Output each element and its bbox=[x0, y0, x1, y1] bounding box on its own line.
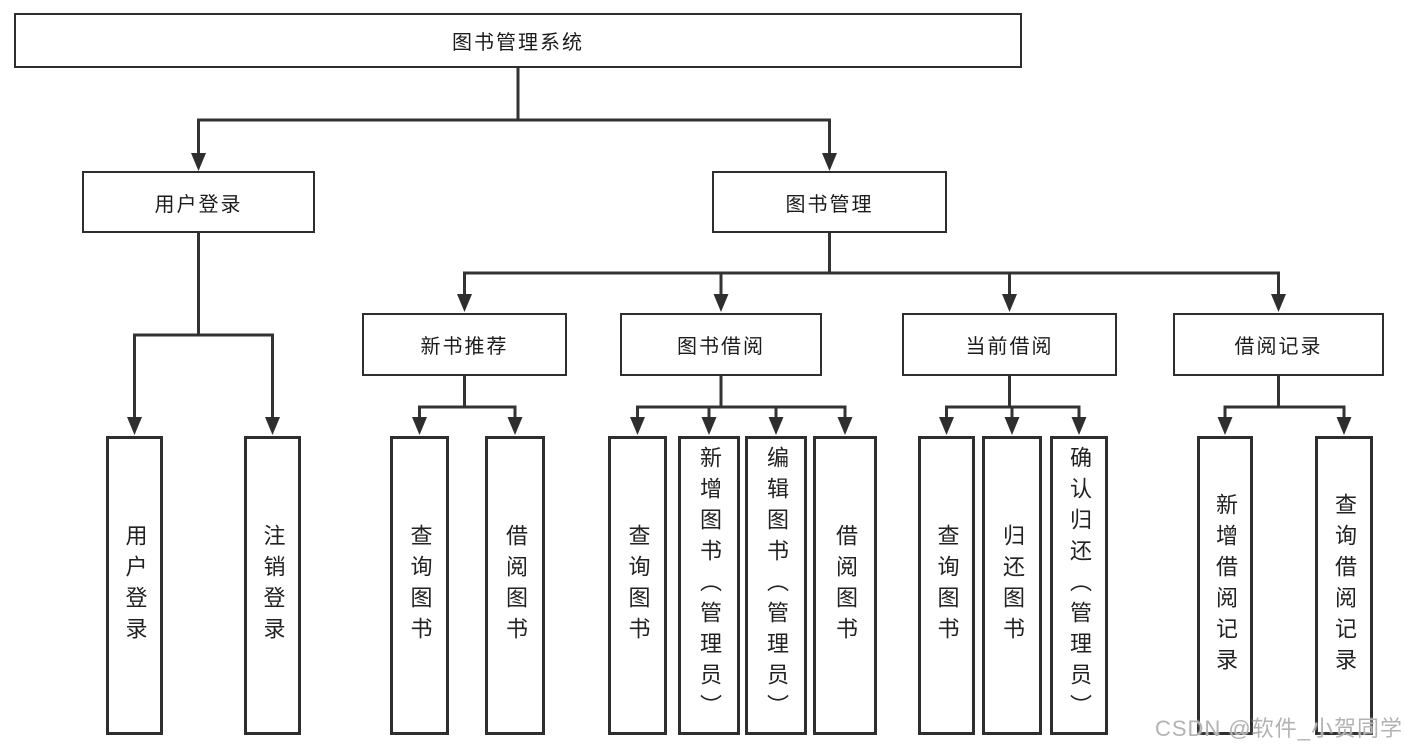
node-leaf-user-login: 用户登录 bbox=[106, 436, 163, 735]
arrowhead-down-icon bbox=[191, 153, 206, 171]
node-leaf-query-borrow-record-label: 查询借阅记录 bbox=[1332, 492, 1357, 679]
node-borrow-records: 借阅记录 bbox=[1173, 313, 1384, 376]
node-new-book-rec: 新书推荐 bbox=[362, 313, 567, 376]
arrowhead-down-icon bbox=[822, 153, 837, 171]
node-leaf-borrow-book-2: 借阅图书 bbox=[813, 436, 877, 735]
node-leaf-return-book: 归还图书 bbox=[982, 436, 1042, 735]
node-leaf-logout-label: 注销登录 bbox=[260, 523, 286, 648]
node-current-borrow: 当前借阅 bbox=[902, 313, 1117, 376]
node-root: 图书管理系统 bbox=[14, 13, 1022, 68]
arrowhead-down-icon bbox=[713, 294, 729, 312]
node-root-label: 图书管理系统 bbox=[452, 32, 584, 54]
arrowhead-down-icon bbox=[1004, 417, 1020, 435]
arrowhead-down-icon bbox=[412, 417, 427, 435]
arrowhead-down-icon bbox=[837, 417, 853, 435]
node-leaf-query-book-3: 查询图书 bbox=[918, 436, 975, 735]
node-leaf-query-book-1-label: 查询图书 bbox=[407, 523, 433, 648]
arrowhead-down-icon bbox=[507, 417, 523, 435]
arrowhead-down-icon bbox=[939, 417, 954, 435]
arrowhead-down-icon bbox=[457, 294, 472, 312]
book-borrow-bracket bbox=[636, 376, 847, 420]
node-leaf-edit-book: 编辑图书（管理员） bbox=[745, 436, 807, 735]
node-leaf-borrow-book-2-label: 借阅图书 bbox=[833, 523, 858, 648]
arrowhead-down-icon bbox=[768, 417, 784, 435]
new-book-rec-bracket bbox=[418, 376, 517, 420]
borrow-records-bracket bbox=[1223, 376, 1346, 420]
user-login-bracket bbox=[133, 333, 274, 420]
csdn-watermark: CSDN @软件_小贺同学 bbox=[1154, 716, 1403, 741]
arrowhead-down-icon bbox=[1002, 294, 1017, 312]
node-leaf-borrow-book-1-label: 借阅图书 bbox=[503, 523, 528, 648]
node-leaf-add-book: 新增图书（管理员） bbox=[678, 436, 740, 735]
node-book-mgmt: 图书管理 bbox=[712, 171, 947, 233]
arrowhead-down-icon bbox=[630, 417, 645, 435]
arrowhead-down-icon bbox=[701, 417, 717, 435]
node-leaf-query-book-2-label: 查询图书 bbox=[625, 523, 651, 648]
arrowhead-down-icon bbox=[265, 417, 280, 435]
arrowhead-down-icon bbox=[1336, 417, 1352, 435]
node-leaf-query-book-3-label: 查询图书 bbox=[934, 523, 960, 648]
node-leaf-edit-book-label: 编辑图书（管理员） bbox=[764, 446, 789, 725]
node-book-borrow: 图书借阅 bbox=[620, 313, 822, 376]
node-current-borrow-label: 当前借阅 bbox=[965, 336, 1054, 358]
node-book-mgmt-label: 图书管理 bbox=[785, 193, 874, 216]
arrowhead-down-icon bbox=[1271, 294, 1286, 312]
node-leaf-confirm-return: 确认归还（管理员） bbox=[1050, 436, 1108, 735]
node-leaf-logout: 注销登录 bbox=[244, 436, 301, 735]
node-new-book-rec-label: 新书推荐 bbox=[420, 336, 509, 358]
node-leaf-add-borrow-record-label: 新增借阅记录 bbox=[1213, 492, 1238, 679]
arrowhead-down-icon bbox=[1071, 417, 1087, 435]
node-user-login-group: 用户登录 bbox=[82, 171, 315, 233]
node-leaf-user-login-label: 用户登录 bbox=[122, 523, 148, 648]
arrowhead-down-icon bbox=[1217, 417, 1233, 435]
node-leaf-confirm-return-label: 确认归还（管理员） bbox=[1067, 446, 1092, 725]
node-leaf-query-book-1: 查询图书 bbox=[390, 436, 449, 735]
node-leaf-query-book-2: 查询图书 bbox=[608, 436, 667, 735]
node-borrow-records-label: 借阅记录 bbox=[1234, 336, 1323, 358]
node-book-borrow-label: 图书借阅 bbox=[677, 336, 765, 358]
node-leaf-borrow-book-1: 借阅图书 bbox=[485, 436, 545, 735]
node-leaf-return-book-label: 归还图书 bbox=[1000, 523, 1025, 648]
level2-bracket bbox=[463, 271, 1280, 297]
level1-bracket bbox=[197, 118, 831, 156]
arrowhead-down-icon bbox=[127, 417, 142, 435]
node-leaf-add-book-label: 新增图书（管理员） bbox=[697, 446, 722, 725]
current-borrow-bracket bbox=[945, 376, 1081, 420]
node-leaf-add-borrow-record: 新增借阅记录 bbox=[1197, 436, 1253, 735]
node-leaf-query-borrow-record: 查询借阅记录 bbox=[1315, 436, 1373, 735]
node-user-login-group-label: 用户登录 bbox=[154, 193, 243, 216]
